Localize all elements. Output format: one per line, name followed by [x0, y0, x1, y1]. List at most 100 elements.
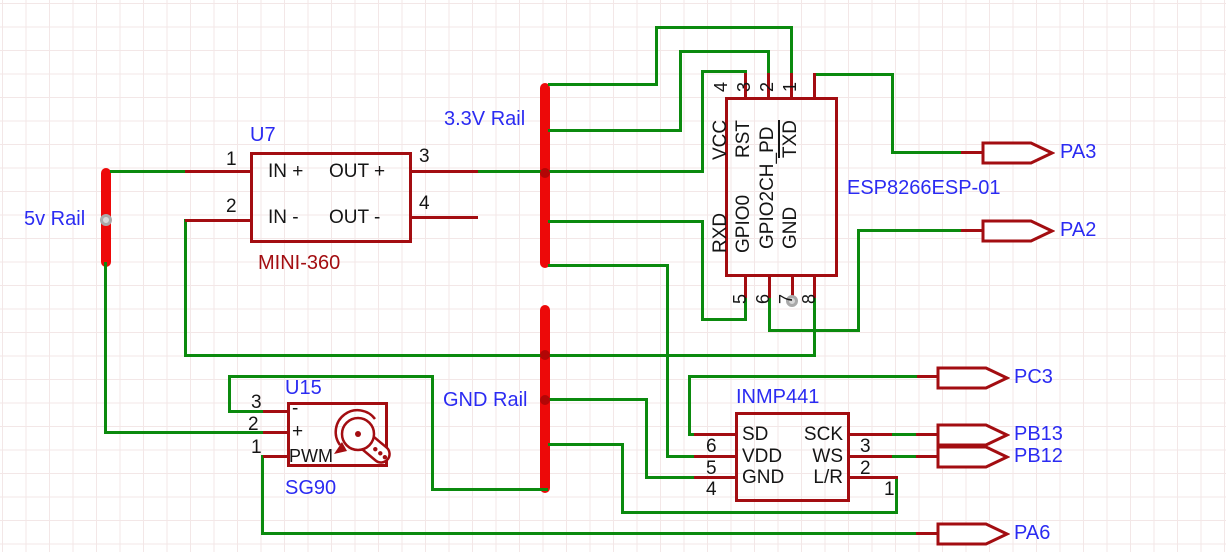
wire-servo-minus-e[interactable]	[431, 488, 548, 491]
esp-pin1-stub	[813, 73, 816, 98]
wire-gpio0-pa2-c[interactable]	[857, 229, 860, 332]
wire-rail-rxd-c[interactable]	[701, 318, 747, 321]
wire-pwm-pa6-a[interactable]	[261, 455, 264, 535]
wire-txd-pa3-b[interactable]	[891, 73, 894, 154]
wire-gpio0-pa2-b[interactable]	[768, 329, 860, 332]
u7-refdes[interactable]: U7	[250, 124, 276, 146]
gnd-rail-label[interactable]: GND Rail	[443, 389, 528, 411]
wire-esp-gnd-down[interactable]	[813, 297, 816, 356]
wire-servo-minus-b[interactable]	[228, 375, 231, 413]
wire-rail-rxd-a[interactable]	[548, 220, 704, 223]
mic-symbol-body[interactable]	[735, 412, 850, 502]
pa6-flag[interactable]	[936, 522, 1010, 546]
wire-rail-rst-b[interactable]	[679, 50, 682, 132]
esp-value-label[interactable]: ESP8266ESP-01	[847, 177, 1001, 199]
pa3-flag[interactable]	[981, 141, 1055, 165]
esp-pin-label-gnd: GND	[780, 206, 801, 249]
servo-refdes[interactable]: U15	[285, 377, 322, 399]
pb12-lead	[916, 455, 939, 458]
wire-micgnd-a[interactable]	[548, 398, 647, 401]
wire-rail-chpd-c[interactable]	[655, 26, 793, 29]
wire-rail-chpd-a[interactable]	[548, 83, 658, 86]
wire-rail-vdd-a[interactable]	[548, 264, 669, 267]
esp-pin3-stub	[767, 73, 770, 98]
wire-servo-minus-c[interactable]	[228, 375, 434, 378]
pb13-lead	[916, 433, 939, 436]
wire-servo-minus-d[interactable]	[431, 375, 434, 491]
wire-sd-pc3-a[interactable]	[688, 433, 697, 436]
esp-symbol-body[interactable]	[725, 97, 838, 277]
pa6-lead	[916, 532, 939, 535]
wire-sd-pc3-c[interactable]	[688, 375, 919, 378]
pa2-flag-label[interactable]: PA2	[1060, 219, 1097, 241]
mic-pin-label-sd: SD	[742, 424, 769, 445]
wire-gpio0-pa2-d[interactable]	[857, 229, 962, 232]
pb12-flag-label[interactable]: PB12	[1014, 445, 1063, 467]
u7-pin4-number: 4	[419, 193, 430, 214]
wire-vcc-top[interactable]	[701, 70, 747, 73]
pb12-flag[interactable]	[936, 445, 1010, 469]
wire-rail-chpd-d[interactable]	[790, 26, 793, 75]
esp-pin8-stub	[813, 276, 816, 298]
pa2-flag[interactable]	[981, 219, 1055, 243]
servo-pin3-stub	[263, 410, 289, 413]
u7-pin-label-in-plus: IN +	[268, 161, 304, 182]
wire-u7out-to-rail[interactable]	[477, 170, 704, 173]
servo-pin2-stub	[263, 431, 289, 434]
wire-rail-rst-d[interactable]	[767, 50, 770, 75]
pa3-flag-label[interactable]: PA3	[1060, 141, 1097, 163]
servo-motor-icon	[323, 404, 401, 470]
pb13-flag-label[interactable]: PB13	[1014, 423, 1063, 445]
wire-lr-a[interactable]	[895, 476, 898, 514]
wire-rail-chpd-b[interactable]	[655, 26, 658, 86]
wire-micgnd-c[interactable]	[645, 476, 696, 479]
junction-dot	[540, 395, 550, 405]
wire-sd-pc3-b[interactable]	[688, 375, 691, 436]
wire-lr-d[interactable]	[548, 443, 623, 446]
3v3-rail-label[interactable]: 3.3V Rail	[444, 108, 526, 130]
esp-pin6-stub	[768, 276, 771, 298]
u7-symbol-body[interactable]	[250, 152, 412, 243]
wire-rail-rxd-d[interactable]	[744, 296, 747, 321]
pc3-flag-label[interactable]: PC3	[1014, 366, 1053, 388]
wire-rail-vdd-c[interactable]	[666, 455, 695, 458]
wire-lr-c[interactable]	[621, 443, 624, 514]
wire-sck-pb13[interactable]	[890, 433, 918, 436]
mic-value-label[interactable]: INMP441	[736, 386, 820, 408]
servo-symbol-body[interactable]	[287, 402, 388, 467]
wire-5v-to-servo-plus[interactable]	[104, 431, 265, 434]
esp-pin6-number: 6	[753, 293, 773, 304]
wire-u7in-minus-down[interactable]	[184, 219, 187, 357]
wire-rail-rst-a[interactable]	[548, 129, 682, 132]
wire-rail-rst-c[interactable]	[679, 50, 770, 53]
wire-gnd-horizontal[interactable]	[184, 354, 816, 357]
wire-ws-pb12[interactable]	[890, 455, 918, 458]
servo-pin-label-minus: -	[292, 398, 299, 419]
pb13-flag[interactable]	[936, 423, 1010, 447]
wire-txd-pa3-a[interactable]	[813, 73, 894, 76]
pc3-flag[interactable]	[936, 366, 1010, 390]
mic-gnd-stub	[694, 476, 736, 479]
wire-gpio0-pa2-a[interactable]	[768, 297, 771, 332]
pa3-lead	[961, 151, 984, 154]
servo-value-label[interactable]: SG90	[285, 477, 337, 499]
mic-pin-label-sck: SCK	[803, 424, 843, 445]
wire-rail-rxd-b[interactable]	[701, 220, 704, 321]
wire-txd-pa3-c[interactable]	[891, 151, 963, 154]
pa6-flag-label[interactable]: PA6	[1014, 522, 1051, 544]
wire-vcc-up[interactable]	[701, 70, 704, 173]
esp-pin4-stub	[744, 73, 747, 98]
esp-pin4-number: 4	[711, 81, 731, 92]
wire-5v-down[interactable]	[104, 262, 107, 433]
wire-servo-minus-a[interactable]	[228, 410, 266, 413]
u7-value-label[interactable]: MINI-360	[258, 252, 341, 274]
wire-lr-b[interactable]	[622, 511, 898, 514]
wire-micgnd-b[interactable]	[645, 398, 648, 479]
servo-pin2-number: 2	[248, 414, 259, 435]
wire-5v-to-u7in[interactable]	[110, 170, 186, 173]
wire-rail-vdd-b[interactable]	[666, 264, 669, 458]
wire-pwm-pa6-b[interactable]	[261, 532, 918, 535]
5v-rail-label[interactable]: 5v Rail	[24, 208, 86, 230]
mic-pin6-number: 6	[706, 436, 717, 457]
u7-pin2-stub	[185, 219, 250, 222]
